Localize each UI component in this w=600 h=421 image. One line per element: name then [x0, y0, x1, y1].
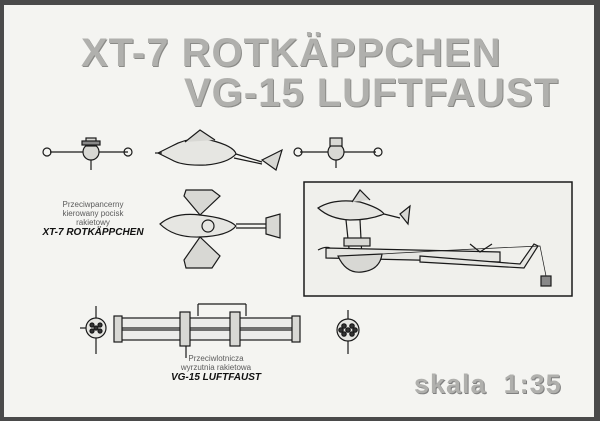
launcher-side-view — [113, 303, 301, 358]
launcher-rear-view-right — [336, 310, 360, 354]
technical-drawings — [42, 129, 573, 358]
scale-label: skala 1:35 — [414, 369, 562, 400]
missile-rear-view-right — [293, 137, 383, 168]
launcher-caption-line-1: Przeciwlotnicza — [188, 354, 244, 363]
missile-rear-view-left — [42, 137, 133, 170]
missile-caption-line-3: rakietowy — [76, 218, 110, 227]
missile-caption-line-1: Przeciwpancerny — [62, 200, 124, 209]
missile-caption: Przeciwpancerny kierowany pocisk rakieto… — [38, 200, 148, 238]
scale-word: skala — [414, 369, 487, 399]
launcher-caption: Przeciwlotnicza wyrzutnia rakietowa VG-1… — [156, 354, 276, 383]
inset-scene — [303, 181, 573, 297]
scale-value: 1:35 — [503, 369, 562, 399]
launcher-caption-line-2: wyrzutnia rakietowa — [180, 363, 252, 372]
title-vg15: VG-15 LUFTFAUST — [184, 71, 560, 115]
missile-side-view — [155, 129, 283, 171]
drawing-sheet: XT-7 ROTKÄPPCHEN VG-15 LUFTFAUST — [4, 5, 594, 417]
title-xt7: XT-7 ROTKÄPPCHEN — [81, 31, 502, 75]
missile-caption-line-2: kierowany pocisk — [62, 209, 124, 218]
launcher-caption-name: VG-15 LUFTFAUST — [170, 372, 261, 383]
launcher-front-view-left — [80, 306, 107, 354]
missile-top-view — [159, 189, 281, 269]
missile-caption-name: XT-7 ROTKÄPPCHEN — [42, 227, 144, 238]
